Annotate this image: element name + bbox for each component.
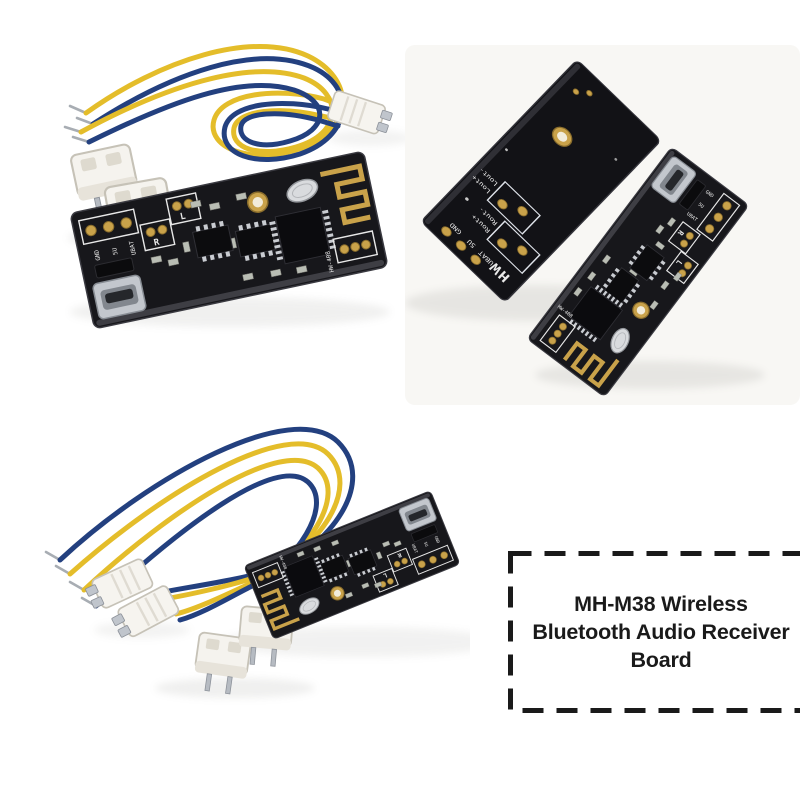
photo-board-with-cable-top-left: [63, 43, 410, 340]
caption-dashed-border: [508, 551, 800, 713]
wire-yellow: [67, 441, 343, 603]
wire-bare-tips: [63, 104, 95, 144]
wire-blue: [57, 426, 356, 597]
caption-box: MH-M38 Wireless Bluetooth Audio Receiver…: [508, 551, 800, 713]
caption-text: MH-M38 Wireless Bluetooth Audio Receiver…: [508, 551, 800, 713]
caption-line-1: MH-M38 Wireless: [574, 592, 748, 616]
wire-blue: [93, 473, 319, 623]
wire-blue: [86, 82, 341, 148]
wire-yellow: [81, 457, 331, 617]
jst-cable-wires: [57, 426, 356, 623]
wire-blue: [90, 56, 346, 163]
wire-yellow: [78, 69, 343, 155]
photo-boards-front-and-back-top-right: [405, 45, 800, 405]
bluetooth-receiver-board: [242, 489, 462, 641]
caption-line-3: Board: [630, 648, 692, 672]
wire-yellow: [83, 43, 345, 158]
jst-cable-wires: [78, 43, 346, 163]
photo-board-with-cable-bottom-left: [44, 426, 470, 698]
caption-line-2: Bluetooth Audio Receiver: [532, 620, 790, 644]
